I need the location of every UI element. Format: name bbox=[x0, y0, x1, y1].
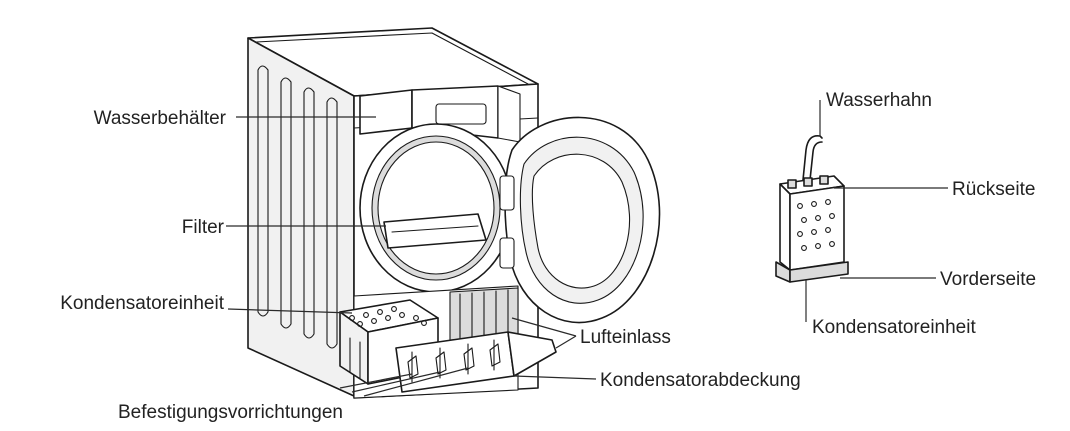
drum-opening bbox=[360, 124, 512, 292]
label-wasserhahn: Wasserhahn bbox=[826, 90, 932, 111]
dryer-door bbox=[500, 117, 660, 322]
label-befestigungsvorrichtungen: Befestigungsvorrichtungen bbox=[118, 402, 343, 423]
label-wasserbehaelter: Wasserbehälter bbox=[94, 108, 227, 129]
label-rueckseite: Rückseite bbox=[952, 179, 1035, 200]
label-kondensatoreinheit-left: Kondensatoreinheit bbox=[60, 293, 224, 314]
dryer-side-panel bbox=[248, 38, 354, 396]
label-kondensatoreinheit-right: Kondensatoreinheit bbox=[812, 317, 976, 338]
unit-side bbox=[780, 184, 790, 270]
label-lufteinlass: Lufteinlass bbox=[580, 327, 671, 348]
label-vorderseite: Vorderseite bbox=[940, 269, 1036, 290]
condenser-unit-illustration bbox=[776, 136, 848, 282]
label-kondensatorabdeckung: Kondensatorabdeckung bbox=[600, 370, 801, 391]
unit-front bbox=[790, 186, 844, 270]
label-filter: Filter bbox=[182, 217, 225, 238]
